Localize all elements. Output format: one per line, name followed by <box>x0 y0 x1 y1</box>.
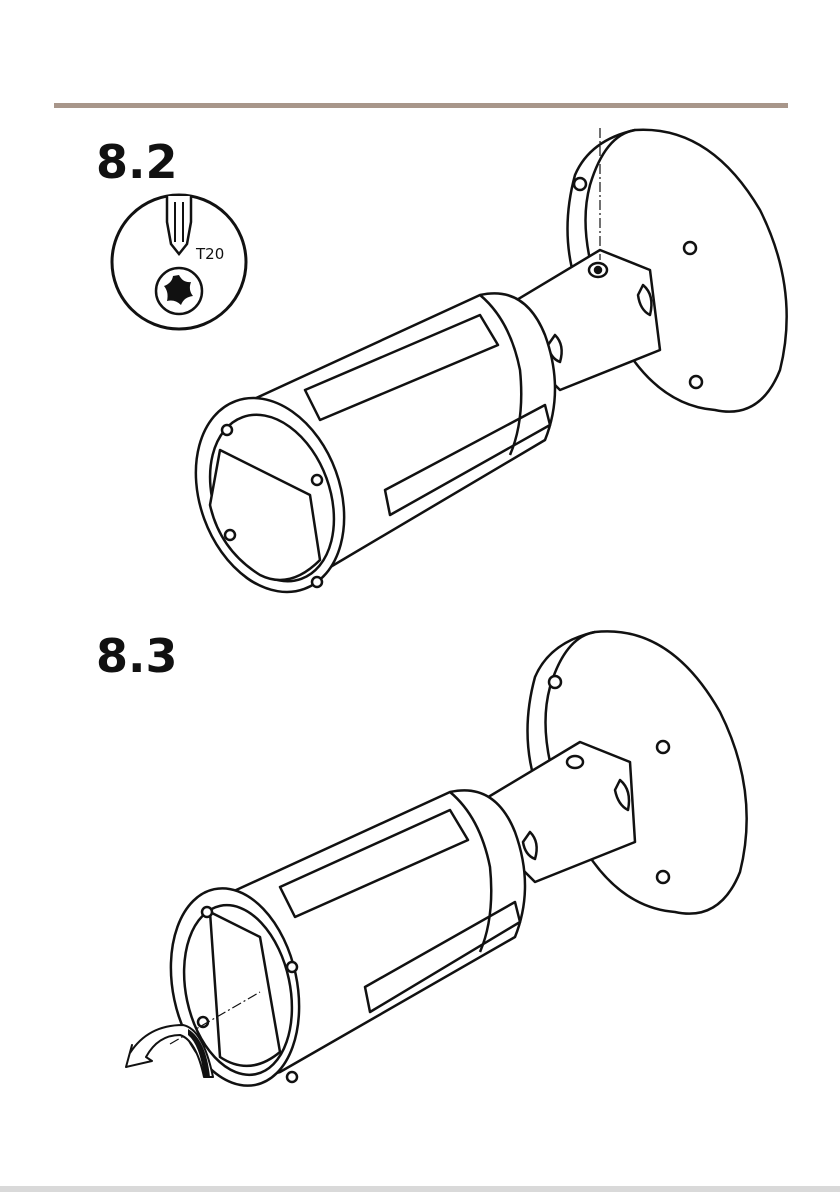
camera-illustration-open-screw <box>180 120 810 610</box>
header-rule <box>54 103 788 108</box>
page-bottom-edge <box>0 1186 840 1192</box>
step-number: 8.2 <box>96 139 178 185</box>
rotate-arrow-icon <box>118 1015 218 1080</box>
